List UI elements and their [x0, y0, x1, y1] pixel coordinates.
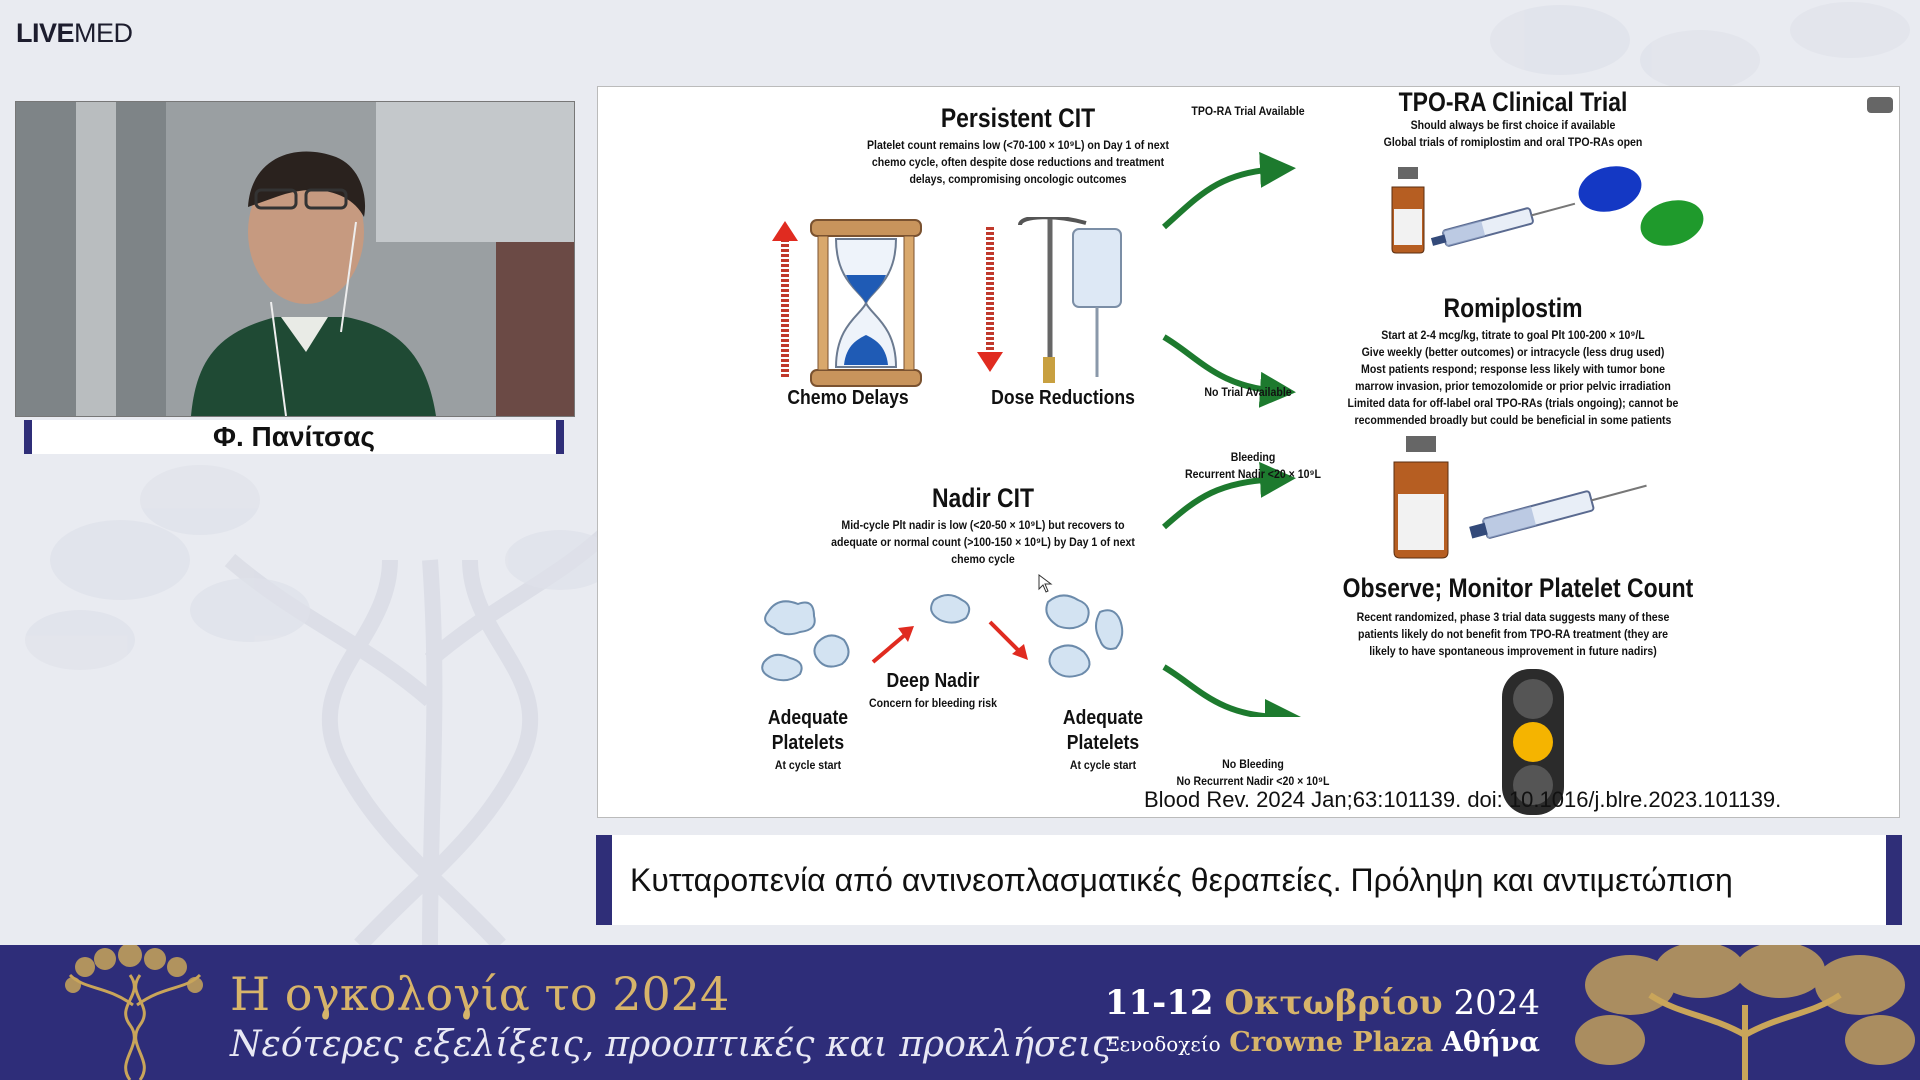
- persistent-cit-description: Platelet count remains low (<70-100 × 10…: [867, 138, 1169, 186]
- iv-bag-icon: [1018, 217, 1122, 383]
- dose-reductions-label: Dose Reductions: [991, 387, 1135, 409]
- tpo-ra-trial-title: TPO-RA Clinical Trial: [1398, 87, 1628, 117]
- event-title: Η ογκολογία το 2024: [230, 967, 730, 1021]
- platelet-icon: [930, 594, 971, 624]
- expand-icon[interactable]: [1867, 97, 1893, 113]
- dna-tree-logo-icon: [65, 945, 203, 1080]
- event-subtitle: Νεότερες εξελίξεις, προοπτικές και προκλ…: [230, 1024, 1113, 1065]
- nadir-cit-description: Mid-cycle Plt nadir is low (<20-50 × 10⁹…: [831, 518, 1135, 566]
- session-topic-bar: Κυτταροπενία από αντινεοπλασματικές θερα…: [596, 835, 1902, 925]
- adequate-platelets-right-subtitle: At cycle start: [1069, 758, 1137, 772]
- golden-tree-decoration-icon: [1575, 945, 1915, 1080]
- speaker-video-feed: [15, 101, 575, 417]
- platelet-cycle-illustration: [761, 594, 1124, 682]
- romiplostim-title: Romiplostim: [1443, 293, 1583, 323]
- livemed-logo: LIVEMED: [16, 18, 133, 48]
- green-arrow-icon: [1162, 151, 1296, 230]
- red-arrow-icon: [871, 632, 908, 664]
- presentation-slide: Persistent CIT Platelet count remains lo…: [597, 86, 1900, 818]
- deep-nadir-subtitle: Concern for bleeding risk: [869, 696, 997, 710]
- red-arrow-icon: [1012, 644, 1028, 660]
- nadir-cit-title: Nadir CIT: [931, 483, 1034, 513]
- persistent-cit-title: Persistent CIT: [940, 103, 1096, 133]
- traffic-light-icon: [1502, 669, 1564, 815]
- platelet-icon: [1045, 594, 1124, 678]
- blue-pill-icon: [1578, 166, 1642, 212]
- event-venue: Ξενοδοχείο Crowne Plaza Αθήνα: [1105, 1027, 1540, 1058]
- chemo-delay-dose-reduction-illustration: [772, 217, 1122, 387]
- chemo-delays-label: Chemo Delays: [787, 387, 909, 409]
- mouse-cursor-icon: [1038, 574, 1053, 593]
- trial-available-label: TPO-RA Trial Available: [1191, 104, 1305, 118]
- event-date: 11-12 Οκτωβρίου 2024: [1104, 983, 1540, 1023]
- vial-icon: [1391, 167, 1425, 254]
- red-arrow-icon: [898, 626, 914, 642]
- hourglass-icon: [810, 219, 922, 387]
- speaker-name-tag: Φ. Πανίτσας: [24, 420, 564, 454]
- speaker-video-image: [16, 102, 574, 416]
- red-arrow-icon: [988, 620, 1022, 654]
- romiplostim-vial-syringe-illustration: [1393, 436, 1647, 559]
- deep-nadir-label: Deep Nadir: [886, 670, 980, 692]
- tpo-ra-trial-description: Should always be first choice if availab…: [1383, 118, 1643, 149]
- green-arrow-icon: [1162, 664, 1301, 717]
- green-pill-icon: [1640, 200, 1704, 246]
- platelet-icon: [761, 600, 850, 682]
- decision-arrows: [1162, 151, 1301, 717]
- citation-text: Blood Rev. 2024 Jan;63:101139. doi: 10.1…: [1144, 787, 1782, 812]
- event-banner: Η ογκολογία το 2024 Νεότερες εξελίξεις, …: [0, 945, 1920, 1080]
- tpo-ra-drugs-illustration: [1391, 166, 1704, 254]
- red-down-arrow-icon: [977, 227, 1003, 372]
- green-arrow-icon: [1162, 461, 1296, 530]
- romiplostim-description: Start at 2-4 mcg/kg, titrate to goal Plt…: [1347, 328, 1679, 427]
- no-trial-available-label: No Trial Available: [1204, 385, 1292, 399]
- observe-title: Observe; Monitor Platelet Count: [1342, 573, 1694, 603]
- syringe-icon: [1430, 202, 1576, 247]
- vial-icon: [1393, 436, 1449, 559]
- syringe-icon: [1469, 484, 1647, 539]
- adequate-platelets-left-subtitle: At cycle start: [774, 758, 842, 772]
- observe-description: Recent randomized, phase 3 trial data su…: [1356, 610, 1670, 658]
- green-arrow-icon: [1162, 334, 1296, 408]
- red-up-arrow-icon: [772, 221, 798, 377]
